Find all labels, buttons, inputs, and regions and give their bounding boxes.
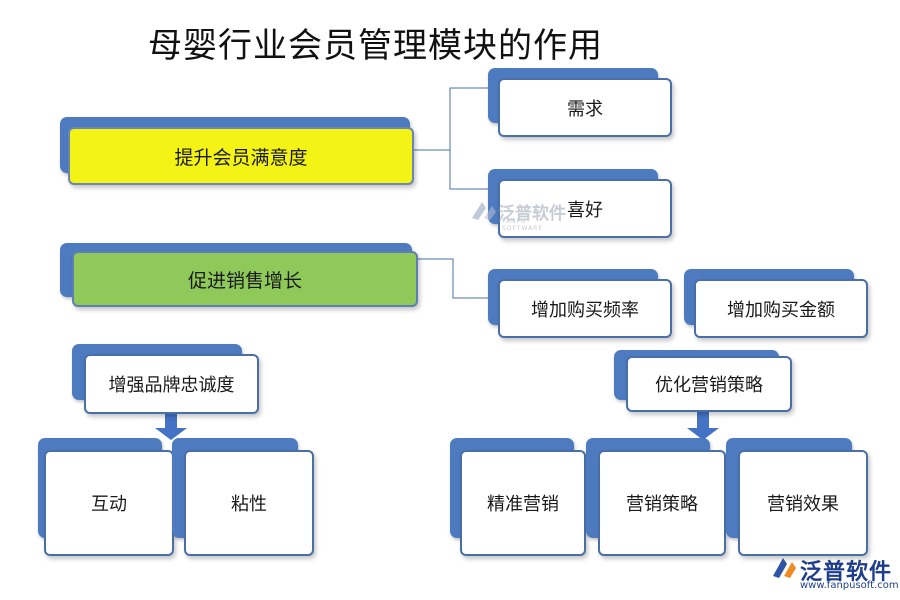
sales-connector [418, 258, 488, 299]
watermark-logo-icon [472, 202, 496, 220]
node-stickiness-label: 粘性 [231, 494, 267, 515]
node-optimize-marketing: 优化营销策略 [614, 350, 792, 412]
node-marketing-strategy-box: 营销策略 [598, 450, 726, 556]
node-satisfaction: 提升会员满意度 [60, 117, 416, 187]
node-marketing-strategy: 营销策略 [586, 438, 726, 558]
node-demand: 需求 [488, 68, 672, 138]
page-title: 母婴行业会员管理模块的作用 [148, 26, 603, 66]
down-arrow-right-stem [697, 412, 709, 428]
node-sales-growth: 促进销售增长 [60, 243, 420, 309]
brand-logo-icon [773, 558, 796, 578]
node-satisfaction-label: 提升会员满意度 [174, 146, 308, 169]
watermark-subtext: FANPU SOFTWARE [502, 218, 544, 232]
watermark-text: 泛普软件 [498, 203, 566, 224]
node-precise-marketing: 精准营销 [450, 438, 586, 558]
node-interaction-label: 互动 [91, 494, 127, 515]
node-purchase-frequency-label: 增加购买频率 [531, 299, 639, 321]
node-marketing-strategy-label: 营销策略 [626, 494, 698, 515]
node-preference: 喜好 [488, 169, 672, 239]
down-arrow-left [155, 412, 187, 440]
brand-logo-url: www.fanpusoft.com [800, 580, 899, 591]
node-precise-marketing-label: 精准营销 [487, 494, 559, 515]
node-stickiness: 粘性 [172, 438, 314, 558]
node-satisfaction-box: 提升会员满意度 [68, 127, 414, 185]
node-purchase-amount-box: 增加购买金额 [694, 279, 868, 338]
down-arrow-left-head [155, 428, 187, 440]
node-demand-box: 需求 [498, 78, 672, 137]
node-purchase-frequency: 增加购买频率 [488, 269, 672, 339]
sales-link-line [418, 258, 488, 299]
node-preference-box: 喜好 [498, 179, 672, 238]
brand-logo-text: 泛普软件 [800, 560, 893, 585]
node-demand-label: 需求 [567, 98, 603, 120]
node-interaction: 互动 [38, 438, 174, 558]
node-sales-growth-box: 促进销售增长 [72, 251, 418, 307]
watermark: 泛普软件 FANPU SOFTWARE [468, 198, 566, 232]
node-interaction-box: 互动 [44, 450, 174, 556]
down-arrow-left-stem [165, 412, 177, 428]
node-optimize-marketing-box: 优化营销策略 [626, 356, 792, 412]
node-optimize-marketing-label: 优化营销策略 [655, 375, 763, 396]
node-precise-marketing-box: 精准营销 [460, 450, 586, 556]
down-arrow-right-head [687, 428, 719, 440]
node-marketing-effect: 营销效果 [726, 438, 868, 558]
satisfaction-link-line [414, 87, 488, 190]
node-stickiness-box: 粘性 [184, 450, 314, 556]
node-purchase-amount: 增加购买金额 [684, 269, 868, 339]
node-marketing-effect-label: 营销效果 [767, 494, 839, 515]
node-sales-growth-label: 促进销售增长 [187, 269, 302, 292]
node-marketing-effect-box: 营销效果 [738, 450, 868, 556]
node-brand-loyalty: 增强品牌忠诚度 [72, 344, 259, 414]
satisfaction-connector [414, 87, 488, 190]
node-purchase-amount-label: 增加购买金额 [727, 299, 835, 321]
node-preference-label: 喜好 [567, 199, 603, 221]
node-brand-loyalty-box: 增强品牌忠诚度 [84, 354, 259, 414]
node-purchase-frequency-box: 增加购买频率 [498, 279, 672, 338]
node-brand-loyalty-label: 增强品牌忠诚度 [108, 375, 235, 396]
down-arrow-right [687, 412, 719, 440]
